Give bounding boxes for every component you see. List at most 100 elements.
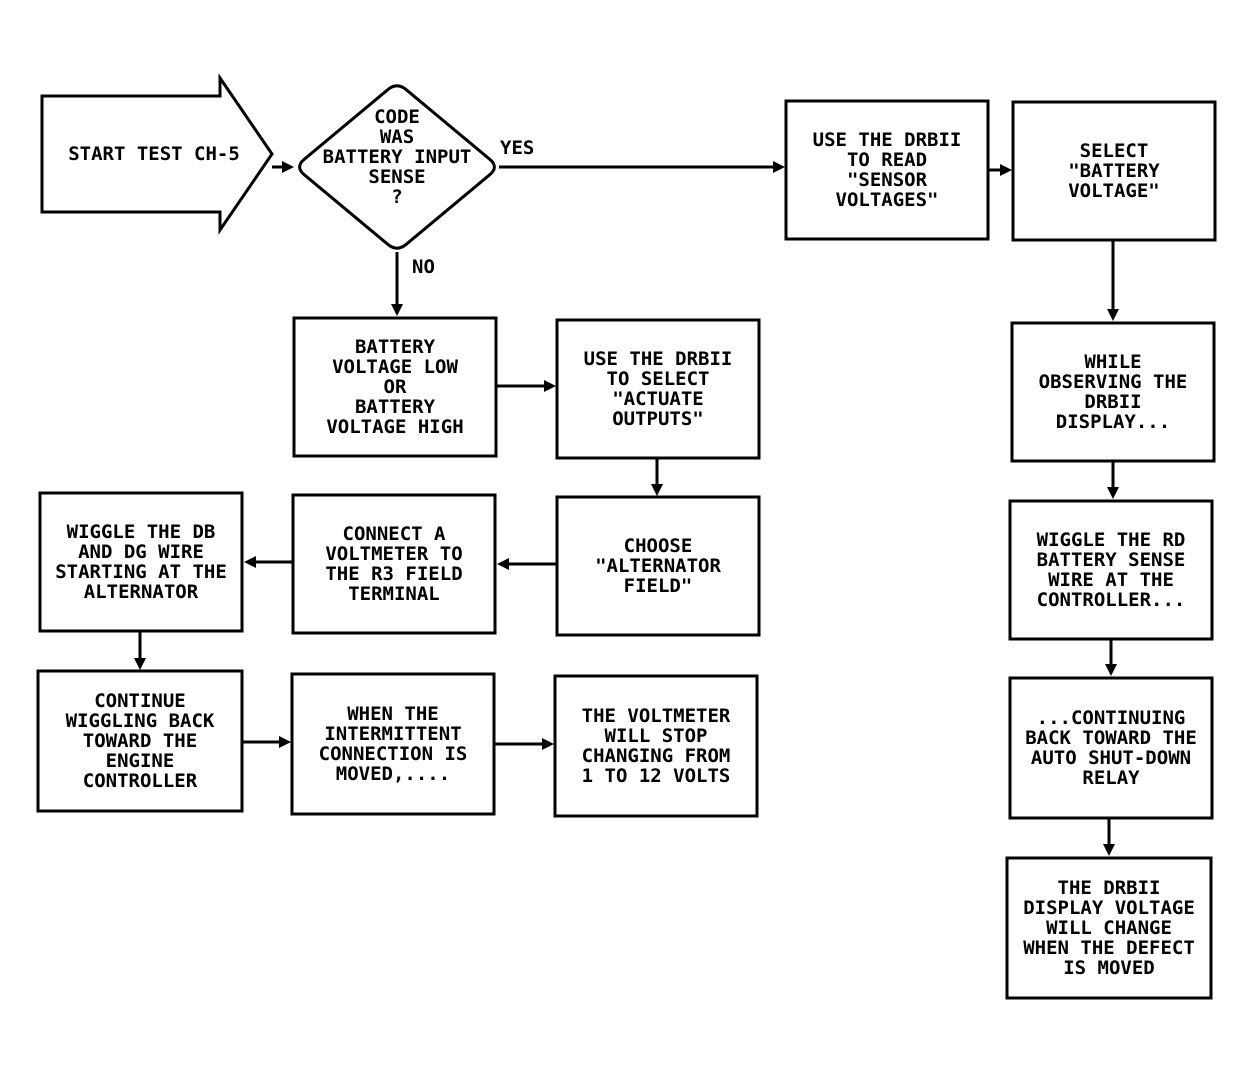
node-text-line: ENGINE — [106, 750, 175, 772]
node-text-line: THE R3 FIELD — [325, 563, 462, 585]
node-text-line: VOLTAGE HIGH — [326, 416, 463, 438]
node-text-line: WIGGLE THE RD — [1037, 529, 1186, 551]
node-text-line: TERMINAL — [348, 583, 440, 605]
process-box — [1010, 321, 1216, 463]
node-text-line: THE DRBII — [1058, 877, 1161, 899]
process-box — [38, 491, 244, 633]
edge-use-drbii-read-to-select-battery — [988, 164, 1012, 176]
node-text-line: DISPLAY... — [1056, 411, 1170, 433]
node-text-line: USE THE DRBII — [813, 129, 962, 151]
node-text-line: VOLTAGE" — [1068, 180, 1160, 202]
node-text-line: CONTINUE — [94, 690, 186, 712]
decision-diamond — [298, 84, 496, 250]
node-text-line: CONTROLLER — [83, 770, 198, 792]
node-text-line: BACK TOWARD THE — [1025, 727, 1197, 749]
arrowhead — [542, 738, 554, 750]
node-text-line: "SENSOR — [847, 169, 928, 191]
node-text-line: FIELD" — [624, 575, 693, 597]
node-text-line: WILL CHANGE — [1046, 917, 1172, 939]
arrowhead — [279, 736, 291, 748]
process-box — [1005, 856, 1213, 1000]
edge-connect-voltmeter-to-wiggle-db-dg — [244, 556, 293, 568]
node-text-line: SENSE — [368, 166, 425, 188]
arrowhead — [1000, 164, 1012, 176]
node-text-line: CONTROLLER... — [1037, 589, 1186, 611]
labels-layer: YES NO — [412, 137, 534, 278]
node-text-line: TOWARD THE — [83, 730, 197, 752]
process-box — [555, 495, 761, 637]
node-text-line: VOLTAGES" — [836, 189, 939, 211]
node-text-line: DRBII — [1084, 391, 1141, 413]
edge-start-to-decision — [272, 161, 294, 173]
edge-battery-low-high-to-use-drbii-select — [496, 380, 556, 392]
edge-select-battery-to-while-observing — [1107, 240, 1119, 321]
edge-wiggle-db-dg-to-continue-wiggling — [134, 631, 146, 670]
node-text-line: DISPLAY VOLTAGE — [1023, 897, 1195, 919]
edge-label-yes: YES — [500, 137, 534, 159]
arrowhead — [1107, 309, 1119, 321]
node-text-line: IS MOVED — [1063, 957, 1155, 979]
edge-decision-to-battery-low-high — [391, 252, 403, 316]
arrowhead — [391, 304, 403, 316]
node-text-line: ...CONTINUING — [1037, 707, 1186, 729]
node-text-line: CONNECTION IS — [319, 743, 468, 765]
arrowhead — [244, 556, 256, 568]
node-text-line: START TEST CH-5 — [68, 143, 240, 165]
node-text-line: AND DG WIRE — [78, 541, 204, 563]
node-text-line: VOLTAGE LOW — [332, 356, 458, 378]
node-text-line: INTERMITTENT — [324, 723, 461, 745]
node-text-line: WIGGLE THE DB — [67, 521, 216, 543]
node-text-line: CONNECT A — [343, 523, 447, 545]
node-text-line: BATTERY INPUT — [323, 146, 472, 168]
node-text-line: STARTING AT THE — [55, 561, 227, 583]
edge-label-no: NO — [412, 256, 435, 278]
node-text-line: WHEN THE DEFECT — [1023, 937, 1195, 959]
node-text-line: WHEN THE — [347, 703, 439, 725]
edge-while-observing-to-wiggle-rd — [1107, 461, 1119, 499]
node-text-line: ? — [391, 186, 402, 208]
edge-wiggle-rd-to-continuing-back — [1105, 639, 1117, 676]
process-box — [36, 669, 244, 813]
arrowhead — [134, 658, 146, 670]
node-text-line: TO READ — [847, 149, 927, 171]
node-text-line: WIRE AT THE — [1048, 569, 1174, 591]
edges-layer — [134, 161, 1119, 856]
process-box — [555, 318, 761, 460]
node-text-line: SELECT — [1080, 140, 1149, 162]
node-text-line: OBSERVING THE — [1039, 371, 1188, 393]
node-text-line: THE VOLTMETER — [582, 705, 731, 727]
node-text-line: OR — [384, 376, 407, 398]
arrowhead — [497, 558, 509, 570]
node-text-line: "BATTERY — [1068, 160, 1160, 182]
node-text-line: CHANGING FROM — [582, 745, 731, 767]
process-box — [1008, 676, 1214, 820]
node-text-line: USE THE DRBII — [584, 348, 733, 370]
process-box — [290, 672, 496, 816]
arrowhead — [544, 380, 556, 392]
node-text-line: CODE — [374, 106, 420, 128]
node-text-line: MOVED,.... — [336, 763, 450, 785]
process-box — [553, 674, 759, 818]
edge-when-intermittent-to-voltmeter-stop — [494, 738, 554, 750]
node-text-line: CHOOSE — [624, 535, 693, 557]
node-text-line: WAS — [380, 126, 414, 148]
node-text-line: "ALTERNATOR — [595, 555, 721, 577]
node-text-line: AUTO SHUT-DOWN — [1031, 747, 1191, 769]
edge-continuing-back-to-drbii-display-change — [1103, 818, 1115, 856]
edge-use-drbii-select-to-choose-alternator — [651, 458, 663, 496]
node-text-line: 1 TO 12 VOLTS — [582, 765, 731, 787]
node-text-line: "ACTUATE — [612, 388, 704, 410]
